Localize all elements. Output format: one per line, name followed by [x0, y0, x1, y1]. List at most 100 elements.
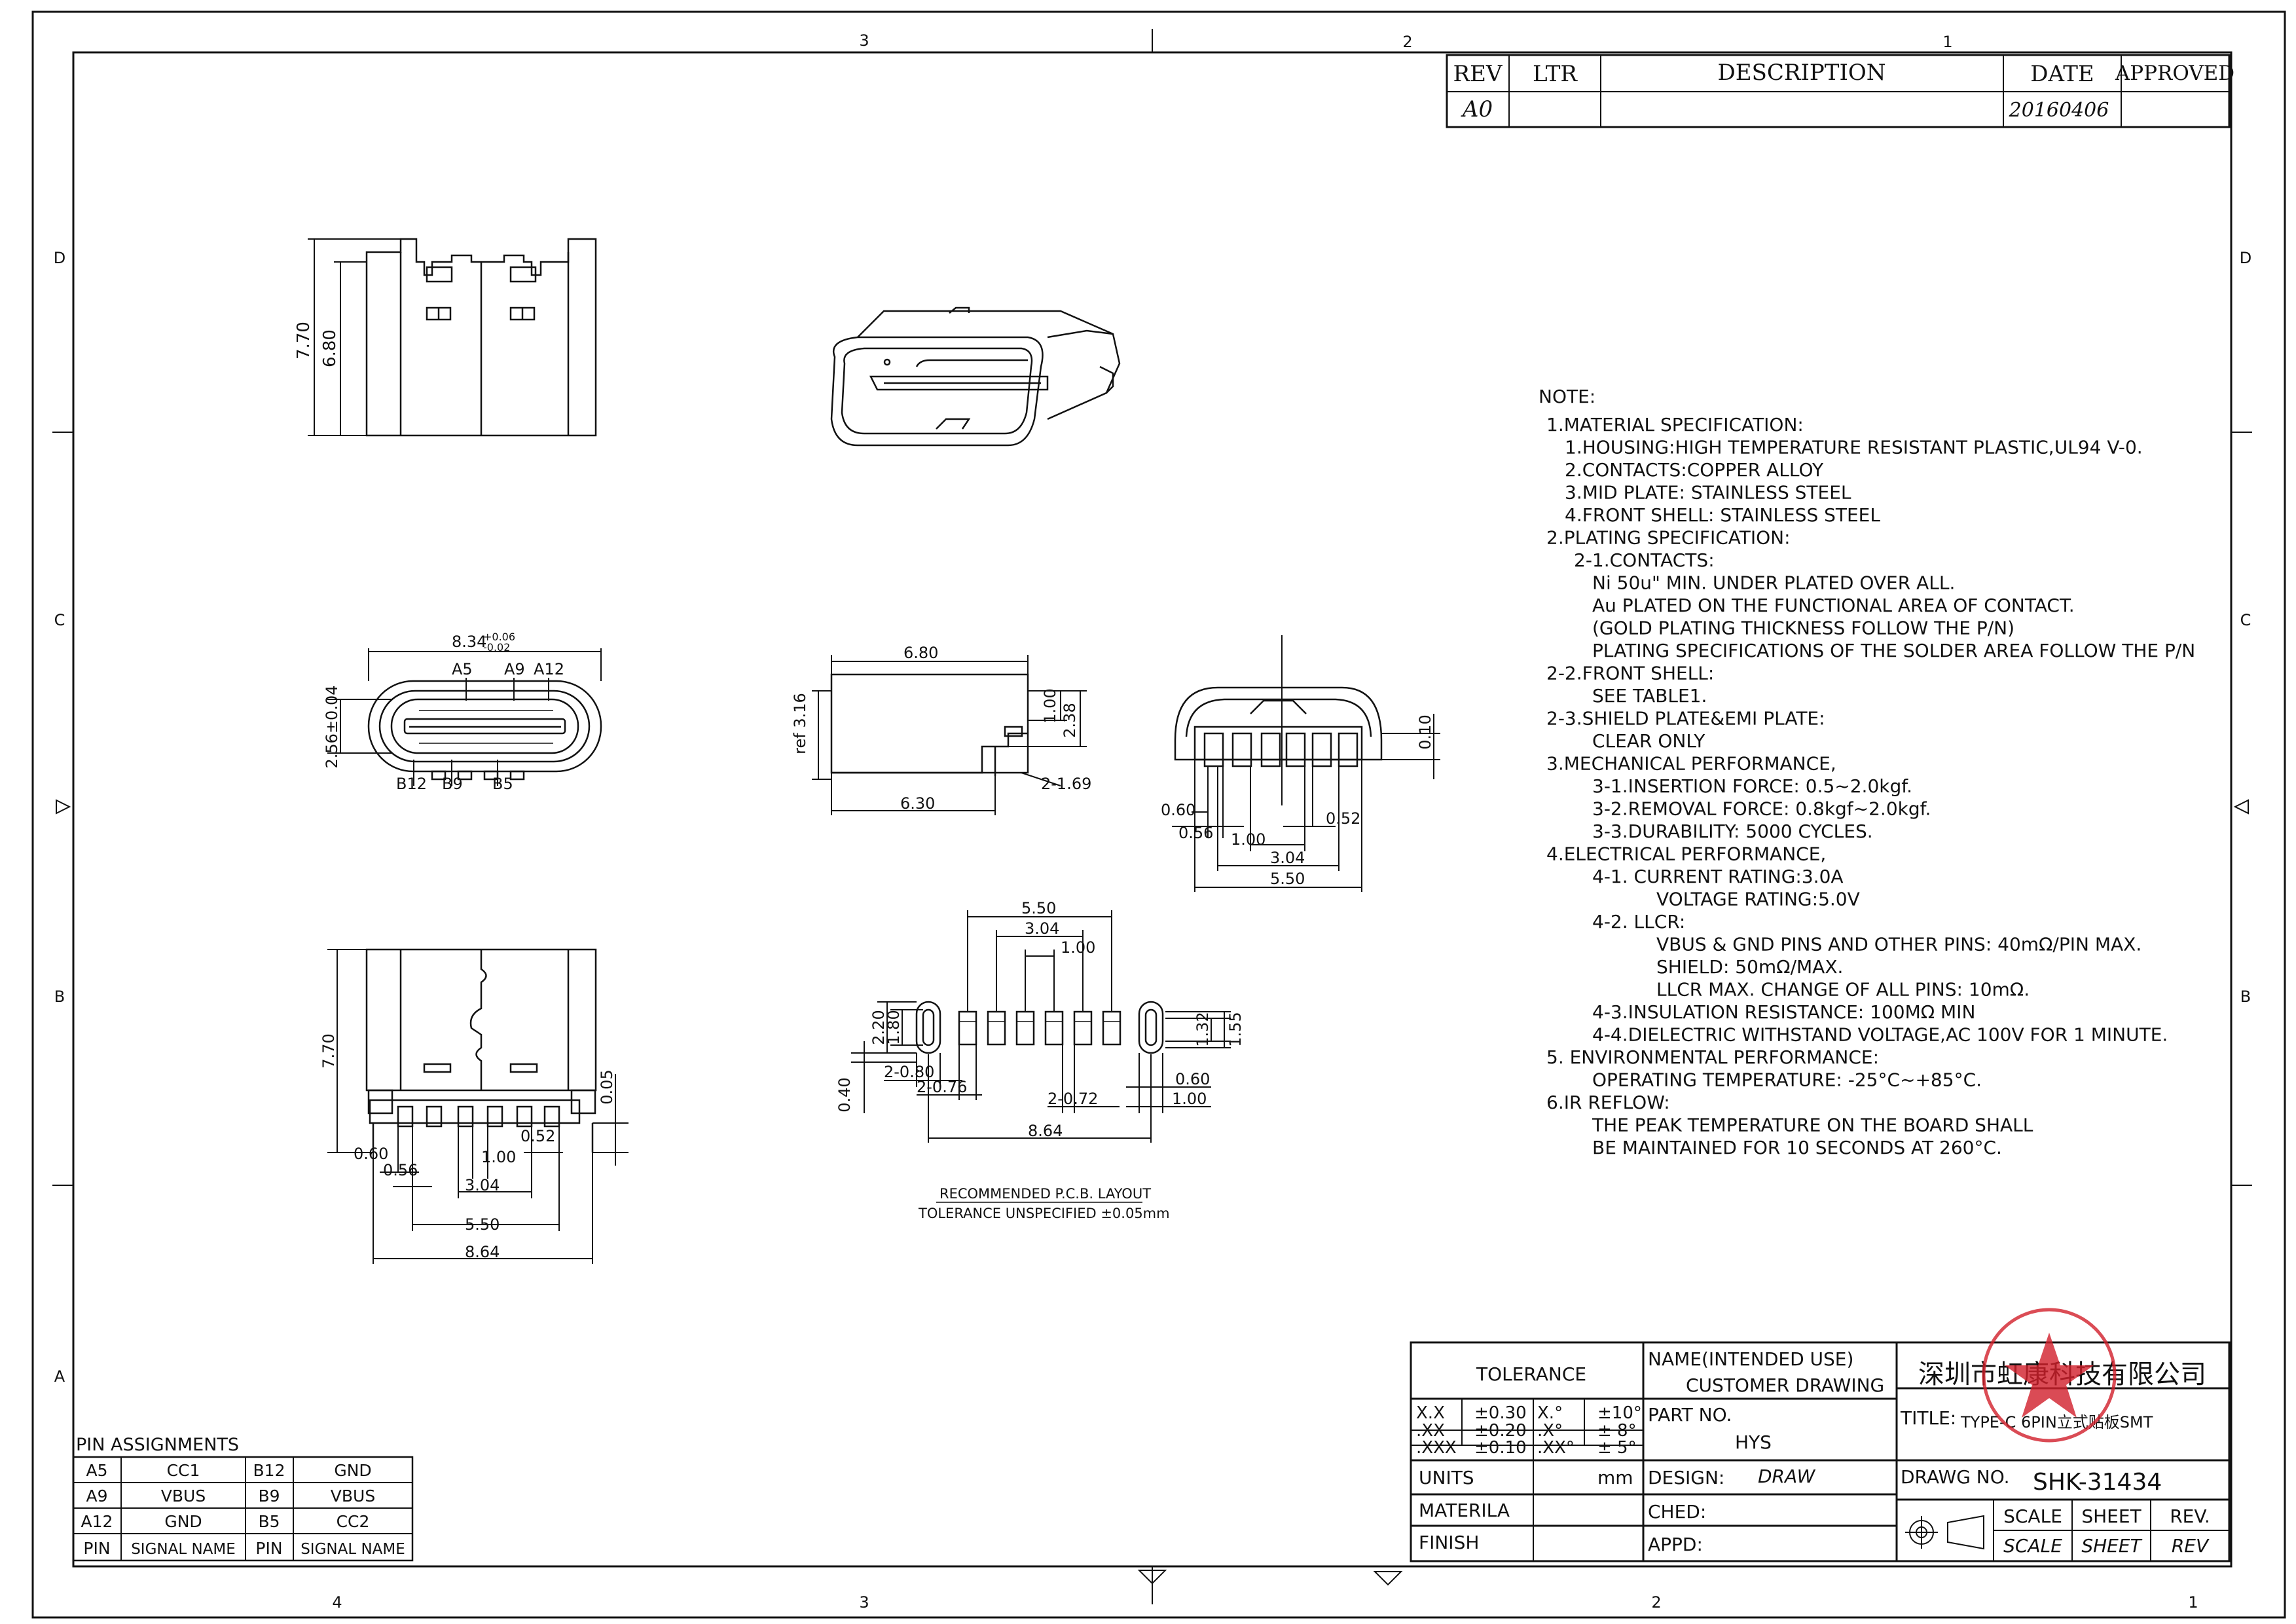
note-line: OPERATING TEMPERATURE: -25°C~+85°C.: [1592, 1069, 1982, 1091]
part-no-label: PART NO.: [1648, 1404, 1732, 1426]
notes-block: NOTE: 1.MATERIAL SPECIFICATION:1.HOUSING…: [1539, 386, 2195, 1158]
dim-side-step: 1.00: [1041, 688, 1059, 723]
dim-pcb-2x076: 2-0.76: [917, 1078, 967, 1096]
tolerance-cell: X.°: [1537, 1403, 1563, 1423]
dim-side-height: 2.38: [1061, 703, 1079, 737]
note-line: 4-1. CURRENT RATING:3.0A: [1592, 866, 1844, 887]
isometric-view: [830, 306, 1121, 447]
dim-end-550: 5.50: [1270, 870, 1305, 888]
pin-label-a9: A9: [504, 660, 525, 678]
sheet-label: SHEET: [2081, 1505, 2141, 1527]
revision-table: [1446, 54, 2231, 128]
note-line: 1.MATERIAL SPECIFICATION:: [1546, 414, 1804, 435]
pin-assignments-table: [72, 1456, 414, 1562]
note-line: 2-2.FRONT SHELL:: [1546, 663, 1714, 684]
pin-table-cell: GND: [164, 1512, 202, 1531]
note-line: Au PLATED ON THE FUNCTIONAL AREA OF CONT…: [1592, 595, 2075, 616]
dim-bottom-gap: 0.05: [598, 1069, 616, 1104]
dim-pcb-2x080: 2-0.80: [884, 1063, 934, 1081]
tolerance-label: TOLERANCE: [1476, 1363, 1586, 1385]
pin-table-cell: VBUS: [331, 1486, 375, 1505]
dim-bottom-height: 7.70: [319, 1033, 338, 1068]
pin-label-a12: A12: [534, 660, 564, 678]
dim-end-offset: 0.10: [1416, 714, 1434, 749]
dim-topview-height: 7.70: [294, 322, 314, 360]
dim-pcb-550: 5.50: [1021, 899, 1056, 917]
note-line: 2.PLATING SPECIFICATION:: [1546, 527, 1791, 549]
material-label: MATERILA: [1419, 1500, 1510, 1521]
pin-table-cell: A9: [86, 1486, 107, 1505]
dim-front-width-tol-minus: -0.02: [483, 641, 510, 654]
date-header: DATE: [2030, 61, 2094, 87]
design-label: DESIGN:: [1648, 1467, 1724, 1488]
name-label: NAME(INTENDED USE): [1648, 1348, 1853, 1370]
tolerance-cell: .X°: [1537, 1421, 1563, 1441]
notes-heading: NOTE:: [1539, 386, 1595, 407]
zone-left-c: C: [54, 611, 65, 629]
design-value: DRAW: [1758, 1466, 1816, 1487]
dim-front-width-tol-plus: +0.06: [483, 631, 515, 643]
note-line: 3.MID PLATE: STAINLESS STEEL: [1565, 482, 1851, 504]
dim-end-100: 1.00: [1231, 830, 1266, 849]
dim-pcb-155: 1.55: [1226, 1012, 1245, 1046]
finish-label: FINISH: [1419, 1532, 1479, 1553]
note-line: 2-1.CONTACTS:: [1574, 549, 1715, 571]
zone-bottom-4: 4: [332, 1593, 342, 1612]
name-value: CUSTOMER DRAWING: [1686, 1375, 1884, 1396]
pin-table-cell: B5: [258, 1512, 280, 1531]
dim-pcb-180: 1.80: [884, 1010, 903, 1044]
note-line: 6.IR REFLOW:: [1546, 1092, 1670, 1113]
sheet-value: SHEET: [2081, 1535, 2142, 1557]
dim-pcb-100: 1.00: [1061, 938, 1095, 957]
zone-bottom-1: 1: [2188, 1593, 2198, 1612]
description-header: DESCRIPTION: [1717, 60, 1886, 86]
dim-end-060: 0.60: [1161, 801, 1195, 819]
tolerance-cell: .XX°: [1537, 1438, 1575, 1458]
note-line: 1.HOUSING:HIGH TEMPERATURE RESISTANT PLA…: [1565, 437, 2143, 458]
pin-table-cell: VBUS: [161, 1486, 206, 1505]
dim-end-304: 3.04: [1270, 849, 1305, 867]
zone-top-2: 2: [1402, 33, 1412, 51]
zone-bottom-2: 2: [1651, 1593, 1661, 1612]
rev-value: A0: [1461, 96, 1493, 122]
drawing-no-label: DRAWG NO.: [1901, 1466, 2010, 1488]
dim-side-ref: ref 3.16: [791, 693, 809, 754]
title-label: TITLE:: [1900, 1407, 1956, 1429]
note-line: THE PEAK TEMPERATURE ON THE BOARD SHALL: [1592, 1115, 2033, 1136]
note-line: 5. ENVIRONMENTAL PERFORMANCE:: [1546, 1046, 1879, 1068]
dim-end-056: 0.56: [1178, 824, 1213, 842]
note-line: (GOLD PLATING THICKNESS FOLLOW THE P/N): [1592, 618, 2014, 639]
projection-symbol: [1905, 1515, 1984, 1550]
drawing-no-value: SHK-31434: [2033, 1469, 2162, 1496]
pin-table-cell: SIGNAL NAME: [131, 1541, 236, 1558]
tolerance-cell: ±0.10: [1474, 1438, 1527, 1458]
appd-label: APPD:: [1648, 1534, 1703, 1555]
tolerance-cell: X.X: [1416, 1403, 1445, 1423]
front-view: [327, 648, 602, 786]
zone-left-d: D: [54, 249, 65, 267]
rev-label: REV.: [2170, 1505, 2210, 1527]
tolerance-cell: ±0.30: [1474, 1403, 1527, 1423]
note-line: SHIELD: 50mΩ/MAX.: [1656, 956, 1843, 978]
note-line: LLCR MAX. CHANGE OF ALL PINS: 10mΩ.: [1656, 979, 2030, 1001]
part-no-value: HYS: [1735, 1431, 1772, 1453]
pin-table-cell: PIN: [255, 1539, 282, 1558]
zone-bottom-3: 3: [859, 1593, 869, 1612]
dim-bottom-304: 3.04: [465, 1176, 500, 1194]
dim-front-height: 2.56±0.04: [323, 686, 341, 769]
note-line: 2.CONTACTS:COPPER ALLOY: [1565, 459, 1824, 481]
title-value: TYPE-C 6PIN立式贴板SMT: [1960, 1413, 2153, 1431]
note-line: Ni 50u" MIN. UNDER PLATED OVER ALL.: [1592, 572, 1955, 594]
dim-bottom-550: 5.50: [465, 1215, 500, 1234]
pin-table-cell: GND: [334, 1461, 371, 1480]
zone-top-1: 1: [1942, 33, 1952, 51]
dim-bottom-060: 0.60: [354, 1145, 388, 1163]
dim-bottom-052: 0.52: [520, 1127, 555, 1145]
tolerance-cell: ±0.20: [1474, 1421, 1527, 1441]
note-line: VBUS & GND PINS AND OTHER PINS: 40mΩ/PIN…: [1656, 934, 2141, 955]
pin-label-a5: A5: [452, 660, 473, 678]
zone-ticks: [52, 29, 2252, 1604]
note-line: 2-3.SHIELD PLATE&EMI PLATE:: [1546, 708, 1825, 729]
dim-side-body: 6.30: [900, 794, 935, 813]
note-line: 4.ELECTRICAL PERFORMANCE,: [1546, 843, 1826, 865]
